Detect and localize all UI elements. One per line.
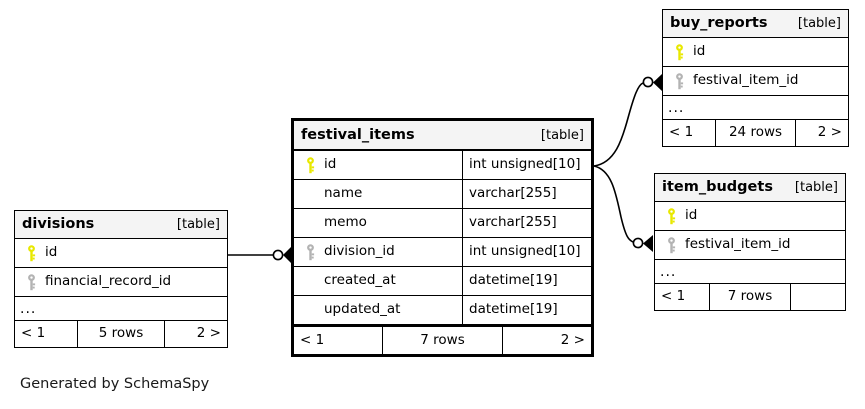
foreign-key-icon: [21, 273, 41, 291]
foreign-key-icon: [661, 236, 681, 254]
column-label: memo: [324, 214, 367, 231]
column-row[interactable]: division_id int unsigned[10]: [294, 238, 591, 267]
more-columns-ellipsis: ...: [663, 96, 848, 120]
next-page-button[interactable]: 2 >: [817, 124, 842, 141]
column-label: id: [324, 156, 337, 173]
prev-page-button[interactable]: < 1: [300, 331, 325, 348]
column-row[interactable]: name varchar[255]: [294, 180, 591, 209]
column-label: festival_item_id: [693, 72, 799, 89]
table-header-divisions: divisions [table]: [15, 211, 227, 239]
table-box-item_budgets[interactable]: item_budgets [table] id: [654, 173, 846, 311]
column-name-cell: name: [294, 180, 462, 208]
column-name-cell: festival_item_id: [655, 231, 845, 259]
next-page-button[interactable]: 2 >: [560, 331, 585, 348]
row-count-label: 7 rows: [709, 284, 791, 310]
column-row[interactable]: id int unsigned[10]: [294, 151, 591, 180]
table-footer-divisions: < 1 5 rows 2 >: [15, 321, 227, 347]
column-label: financial_record_id: [45, 273, 172, 290]
prev-page-button[interactable]: < 1: [661, 288, 686, 305]
table-kind-label: [table]: [794, 180, 838, 195]
table-title-item_budgets: item_budgets: [662, 179, 773, 196]
column-row[interactable]: financial_record_id: [15, 268, 227, 297]
column-label: updated_at: [324, 301, 401, 318]
column-row[interactable]: id: [655, 202, 845, 231]
column-name-cell: division_id: [294, 238, 462, 266]
more-columns-ellipsis: ...: [655, 260, 845, 284]
primary-key-icon: [661, 207, 681, 225]
relationship-festival_items-to-item_budgets: [593, 165, 653, 252]
primary-key-icon: [21, 244, 41, 262]
table-kind-label: [table]: [176, 217, 220, 232]
column-name-cell: financial_record_id: [15, 268, 227, 296]
column-name-cell: festival_item_id: [663, 67, 848, 95]
generated-by-caption: Generated by SchemaSpy: [20, 376, 210, 392]
table-footer-buy_reports: < 1 24 rows 2 >: [663, 120, 848, 146]
column-label: name: [324, 185, 363, 202]
relationship-divisions-to-festival_items: [228, 246, 292, 264]
column-row[interactable]: updated_at datetime[19]: [294, 296, 591, 325]
table-title-divisions: divisions: [22, 216, 95, 233]
column-type-cell: datetime[19]: [462, 267, 591, 295]
table-kind-label: [table]: [540, 127, 584, 143]
table-header-buy_reports: buy_reports [table]: [663, 10, 848, 38]
column-name-cell: id: [663, 38, 848, 66]
column-label: id: [45, 244, 58, 261]
table-header-item_budgets: item_budgets [table]: [655, 174, 845, 202]
column-type-cell: int unsigned[10]: [462, 238, 591, 266]
column-name-cell: updated_at: [294, 296, 462, 324]
column-name-cell: id: [655, 202, 845, 230]
more-columns-ellipsis: ...: [15, 297, 227, 321]
row-count-label: 5 rows: [77, 321, 165, 347]
primary-key-icon: [669, 43, 689, 61]
foreign-key-icon: [669, 72, 689, 90]
column-name-cell: id: [294, 151, 462, 179]
column-type-cell: varchar[255]: [462, 180, 591, 208]
column-row[interactable]: id: [663, 38, 848, 67]
column-label: id: [693, 43, 706, 60]
column-label: division_id: [324, 243, 395, 260]
column-row[interactable]: festival_item_id: [655, 231, 845, 260]
column-type-cell: int unsigned[10]: [462, 151, 591, 179]
column-label: created_at: [324, 272, 396, 289]
column-row[interactable]: festival_item_id: [663, 67, 848, 96]
table-footer-festival_items: < 1 7 rows 2 >: [294, 325, 591, 354]
next-page-button[interactable]: 2 >: [196, 325, 221, 342]
column-type-cell: datetime[19]: [462, 296, 591, 324]
table-header-festival_items: festival_items [table]: [294, 121, 591, 151]
foreign-key-icon: [300, 243, 320, 261]
column-type-cell: varchar[255]: [462, 209, 591, 237]
table-box-divisions[interactable]: divisions [table] id: [14, 210, 228, 348]
column-name-cell: created_at: [294, 267, 462, 295]
table-kind-label: [table]: [797, 16, 841, 31]
primary-key-icon: [300, 156, 320, 174]
column-row[interactable]: created_at datetime[19]: [294, 267, 591, 296]
row-count-label: 7 rows: [382, 327, 503, 354]
table-box-festival_items[interactable]: festival_items [table] id int unsigned[1…: [291, 118, 594, 357]
column-label: festival_item_id: [685, 236, 791, 253]
table-title-festival_items: festival_items: [301, 126, 415, 143]
table-box-buy_reports[interactable]: buy_reports [table] id: [662, 9, 849, 147]
table-footer-item_budgets: < 1 7 rows: [655, 284, 845, 310]
column-name-cell: id: [15, 239, 227, 267]
column-row[interactable]: id: [15, 239, 227, 268]
next-page-button[interactable]: [791, 284, 845, 310]
prev-page-button[interactable]: < 1: [21, 325, 46, 342]
row-count-label: 24 rows: [715, 120, 796, 146]
column-label: id: [685, 207, 698, 224]
column-name-cell: memo: [294, 209, 462, 237]
prev-page-button[interactable]: < 1: [669, 124, 694, 141]
relationship-festival_items-to-buy_reports: [593, 74, 662, 167]
column-row[interactable]: memo varchar[255]: [294, 209, 591, 238]
table-title-buy_reports: buy_reports: [670, 15, 768, 32]
